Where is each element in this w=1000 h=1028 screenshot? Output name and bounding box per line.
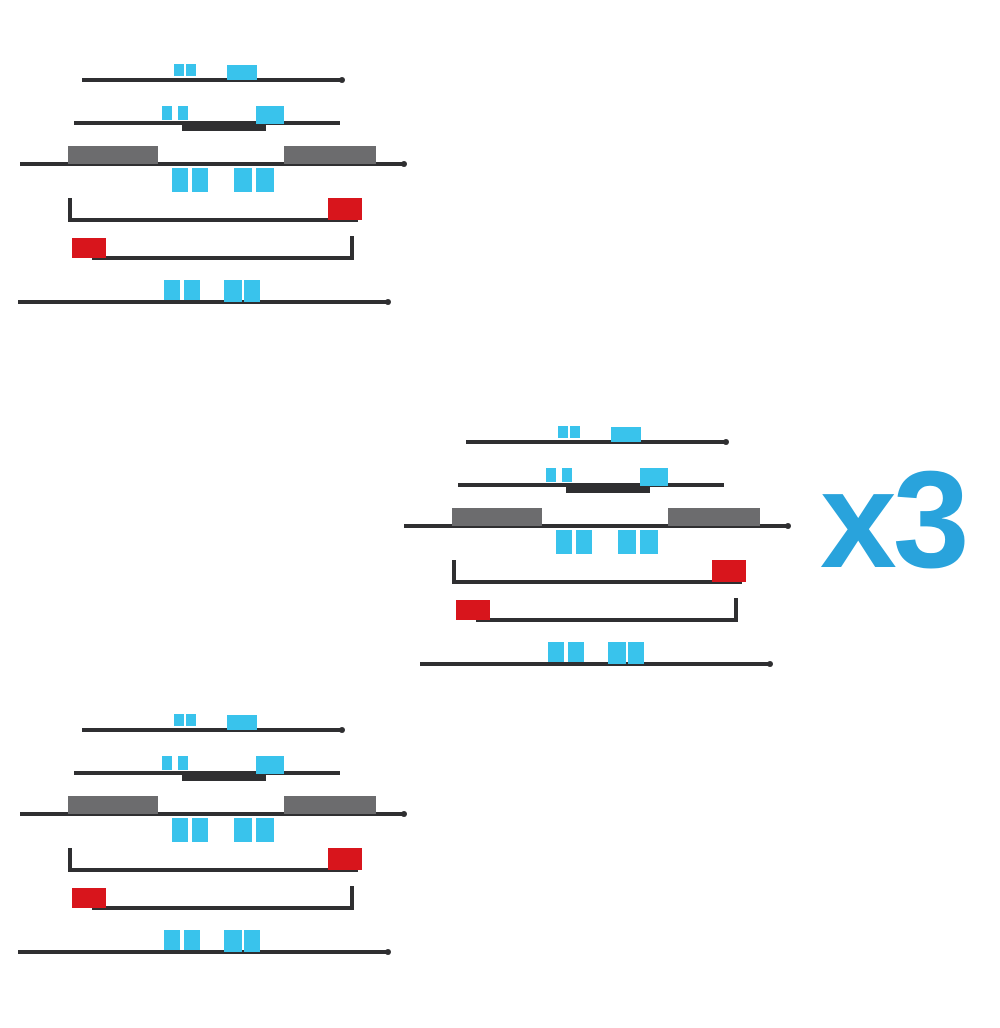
adhesive-strip-set-illustration xyxy=(18,64,407,305)
adhesive-strip-6 xyxy=(420,642,773,667)
adhesive-strip-3 xyxy=(20,796,407,842)
adhesive-strip-1 xyxy=(82,714,345,733)
adhesive-strip-kit-bottom-left xyxy=(12,708,412,1028)
adhesive-strip-3 xyxy=(20,146,407,192)
adhesive-strip-1 xyxy=(466,426,729,445)
adhesive-strip-set-illustration xyxy=(404,426,791,667)
adhesive-strip-4 xyxy=(68,198,362,222)
adhesive-strip-kit-top-left xyxy=(12,58,412,378)
adhesive-strip-3 xyxy=(404,508,791,554)
adhesive-strip-1 xyxy=(82,64,345,83)
adhesive-strip-2 xyxy=(74,106,340,131)
adhesive-strip-2 xyxy=(458,468,724,493)
quantity-multiplier-label: x3 xyxy=(820,443,970,597)
adhesive-strip-5 xyxy=(456,598,738,622)
adhesive-strip-kit-middle-right xyxy=(396,420,796,740)
adhesive-strip-5 xyxy=(72,236,354,260)
adhesive-strip-4 xyxy=(452,560,746,584)
adhesive-strip-set-illustration xyxy=(18,714,407,955)
adhesive-strip-6 xyxy=(18,930,391,955)
adhesive-strip-2 xyxy=(74,756,340,781)
adhesive-strip-6 xyxy=(18,280,391,305)
adhesive-strip-4 xyxy=(68,848,362,872)
adhesive-strip-5 xyxy=(72,886,354,910)
